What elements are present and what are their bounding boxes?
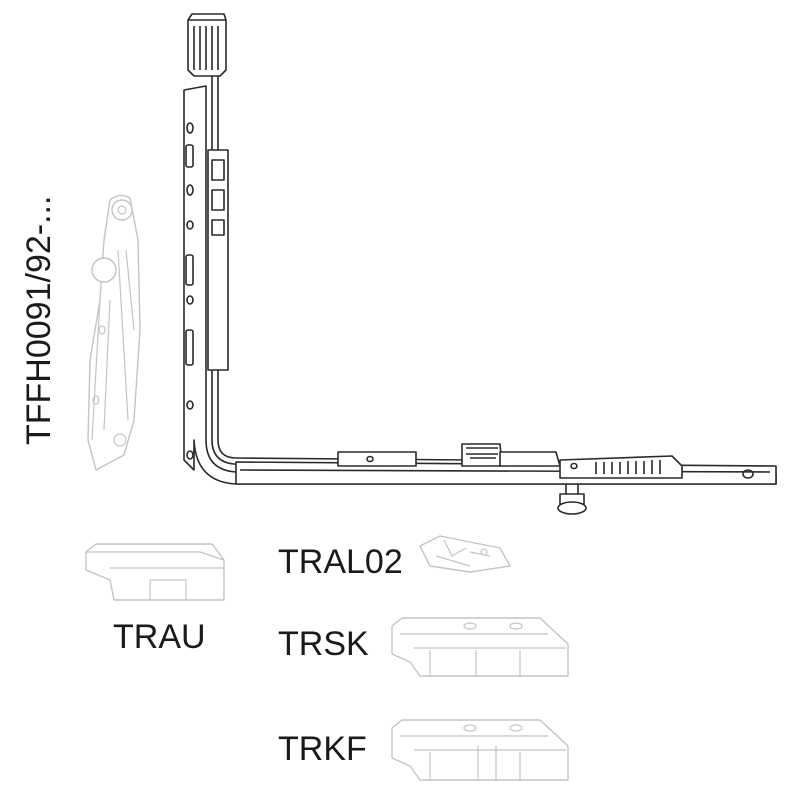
label-tffh0091: TFFH0091/92-... xyxy=(20,195,58,445)
label-trau: TRAU xyxy=(113,618,206,656)
label-trsk: TRSK xyxy=(278,625,369,663)
tffh-hinge-part xyxy=(87,194,141,471)
trsk-part xyxy=(391,617,569,677)
trkf-part xyxy=(391,719,569,781)
label-tral02: TRAL02 xyxy=(278,543,403,581)
corner-drive-part xyxy=(183,13,777,515)
tral02-part xyxy=(419,535,511,573)
trau-part xyxy=(85,543,225,601)
label-trkf: TRKF xyxy=(278,730,367,768)
